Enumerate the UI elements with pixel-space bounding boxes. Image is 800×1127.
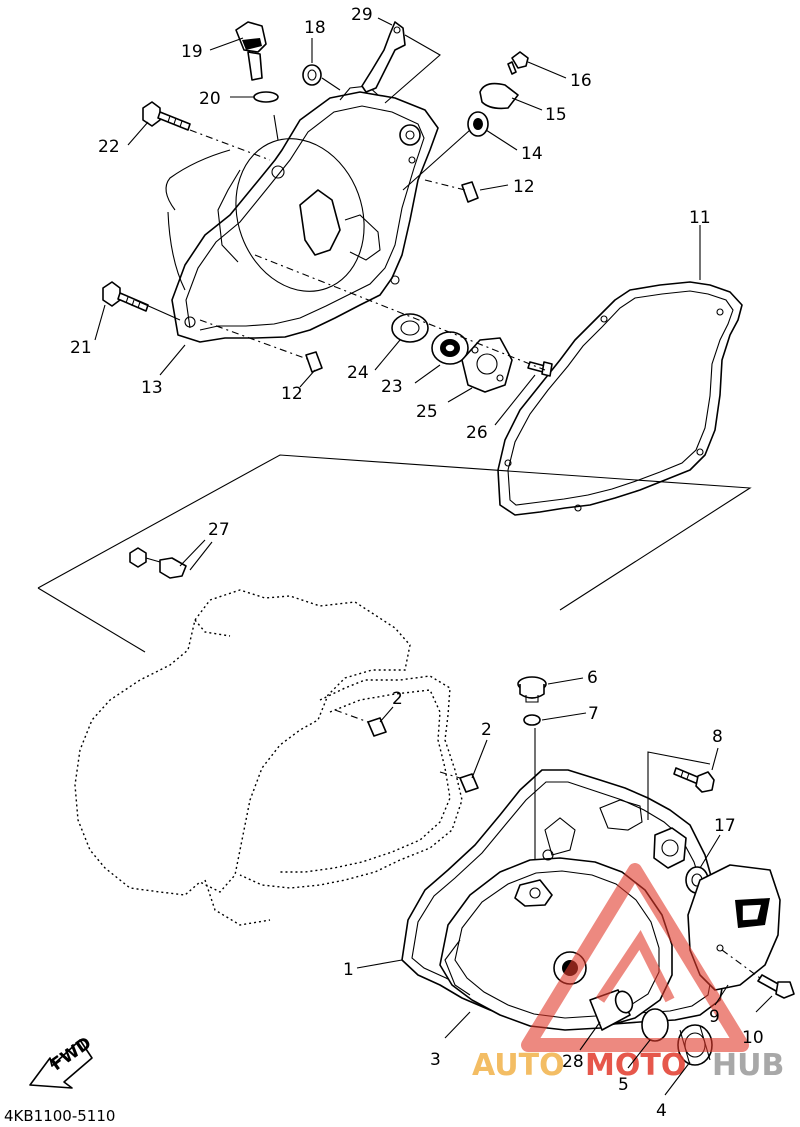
callout-16: 16 xyxy=(570,71,592,91)
watermark-triangle-icon xyxy=(521,863,749,1052)
fwd-arrow: FWD xyxy=(29,1033,95,1089)
callout-27: 27 xyxy=(208,520,230,540)
callout-2a: 2 xyxy=(392,689,403,709)
washer-18 xyxy=(302,64,322,86)
callout-24: 24 xyxy=(347,363,369,383)
bolt-8 xyxy=(673,767,715,793)
watermark-part3: HUB xyxy=(712,1048,784,1083)
callout-1: 1 xyxy=(343,960,354,980)
callout-4: 4 xyxy=(656,1101,667,1121)
bracket-29 xyxy=(361,21,441,104)
callout-labels: 19 20 18 29 16 15 14 12 22 11 21 24 13 2… xyxy=(4,5,764,1125)
seal-14 xyxy=(467,111,489,137)
callout-19: 19 xyxy=(181,42,203,62)
oil-seal-24 xyxy=(391,313,429,343)
plate-25 xyxy=(461,337,513,393)
callout-18: 18 xyxy=(304,18,326,38)
callout-7: 7 xyxy=(588,704,599,724)
callout-2b: 2 xyxy=(481,720,492,740)
callout-26: 26 xyxy=(466,423,488,443)
o-ring-20 xyxy=(253,91,279,103)
callout-3: 3 xyxy=(430,1050,441,1070)
screw-16 xyxy=(507,51,529,75)
dowel-2a xyxy=(367,717,387,737)
watermark-logo: AUTO MOTO HUB xyxy=(472,863,784,1083)
o-ring-5 xyxy=(641,1008,669,1042)
callout-20: 20 xyxy=(199,89,221,109)
o-ring-7 xyxy=(523,714,541,726)
screw-26 xyxy=(527,361,553,377)
callout-17: 17 xyxy=(714,816,736,836)
callout-14: 14 xyxy=(521,144,543,164)
callout-21: 21 xyxy=(70,338,92,358)
callout-13: 13 xyxy=(141,378,163,398)
callout-12-upper: 12 xyxy=(513,177,535,197)
watermark-part1: AUTO xyxy=(472,1048,565,1083)
callout-23: 23 xyxy=(381,377,403,397)
screw-10 xyxy=(757,974,795,999)
bolt-22 xyxy=(142,101,191,131)
dowel-12-upper xyxy=(461,181,479,203)
bolt-27 xyxy=(129,547,187,579)
callout-28: 28 xyxy=(562,1052,584,1072)
callout-15: 15 xyxy=(545,105,567,125)
bolt-21 xyxy=(102,281,149,312)
watermark-part2: MOTO xyxy=(585,1048,686,1083)
dowel-12-lower xyxy=(305,351,323,373)
callout-8: 8 xyxy=(712,727,723,747)
callout-25: 25 xyxy=(416,402,438,422)
callout-12-lower: 12 xyxy=(281,384,303,404)
oil-gauge-19 xyxy=(235,21,267,81)
gasket-11 xyxy=(497,281,743,516)
dowel-2b xyxy=(459,773,479,793)
callout-29: 29 xyxy=(351,5,373,25)
callout-11: 11 xyxy=(689,208,711,228)
leader-lines xyxy=(94,17,773,1096)
crankcase-outline xyxy=(74,589,463,926)
crankcase-cover-upper xyxy=(165,85,439,343)
cap-15 xyxy=(479,82,519,110)
callout-9: 9 xyxy=(709,1007,720,1027)
callout-10: 10 xyxy=(742,1028,764,1048)
callout-22: 22 xyxy=(98,137,120,157)
callout-5: 5 xyxy=(618,1075,629,1095)
cover-9 xyxy=(687,864,781,991)
filler-cap-6 xyxy=(517,676,547,703)
diagram-code: 4KB1100-5110 xyxy=(4,1107,115,1125)
callout-6: 6 xyxy=(587,668,598,688)
